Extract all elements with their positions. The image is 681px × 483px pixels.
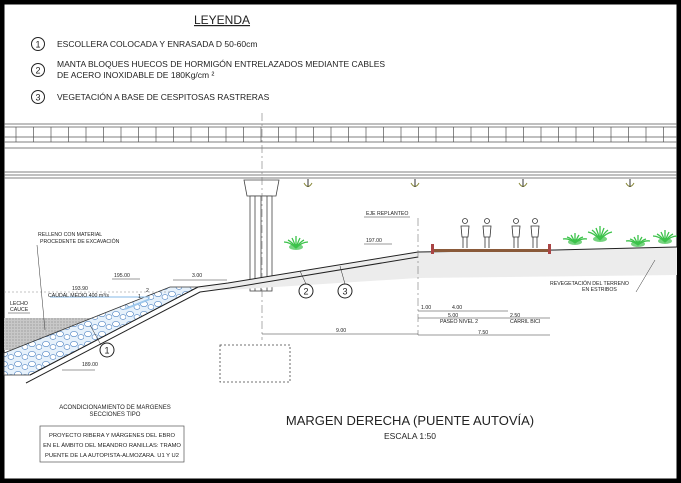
vegetation xyxy=(283,226,678,250)
svg-text:1: 1 xyxy=(138,294,141,300)
svg-text:PASEO NIVEL 2: PASEO NIVEL 2 xyxy=(440,319,478,325)
svg-text:EJE REPLANTEO: EJE REPLANTEO xyxy=(366,211,408,217)
plant-icon xyxy=(562,233,588,245)
svg-text:EN ESTRIBOS: EN ESTRIBOS xyxy=(582,287,617,293)
legend-item-1: 1 ESCOLLERA COLOCADA Y ENRASADA D 50-60c… xyxy=(31,37,257,51)
svg-text:RELLENO CON MATERIAL: RELLENO CON MATERIAL xyxy=(38,232,102,238)
lamp-icon xyxy=(625,179,635,187)
svg-text:3.00: 3.00 xyxy=(192,273,202,279)
pedestrian-icon xyxy=(482,218,492,248)
plant-icon xyxy=(283,236,309,250)
svg-text:REVEGETACIÓN DEL TERRENO: REVEGETACIÓN DEL TERRENO xyxy=(550,280,629,287)
pedestrian-icon xyxy=(460,218,470,248)
legend: LEYENDA 1 ESCOLLERA COLOCADA Y ENRASADA … xyxy=(31,13,385,104)
svg-text:PUENTE DE LA AUTOPISTA-ALMOZAR: PUENTE DE LA AUTOPISTA-ALMOZARA. U1 Y U2 xyxy=(45,453,179,459)
cyclist-icon xyxy=(530,218,540,248)
svg-text:EN EL ÁMBITO DEL MEANDRO RANIL: EN EL ÁMBITO DEL MEANDRO RANILLAS: TRAMO xyxy=(43,442,181,449)
svg-text:CARRIL BICI: CARRIL BICI xyxy=(510,319,540,325)
bridge-pier xyxy=(219,179,291,383)
svg-text:7.50: 7.50 xyxy=(478,330,488,336)
svg-text:DE ACERO INOXIDABLE DE 180Kg/c: DE ACERO INOXIDABLE DE 180Kg/cm ² xyxy=(57,70,214,80)
callouts: 1 2 3 xyxy=(89,265,353,358)
svg-text:3: 3 xyxy=(35,93,40,103)
lamp-icon xyxy=(303,179,313,187)
svg-text:195.00: 195.00 xyxy=(114,273,130,279)
cyclist-icon xyxy=(511,218,521,248)
svg-text:1: 1 xyxy=(104,346,109,356)
svg-text:1.00: 1.00 xyxy=(421,305,431,311)
title-block: ACONDICIONAMIENTO DE MARGENES SECCIONES … xyxy=(39,405,534,463)
svg-text:193.90: 193.90 xyxy=(72,286,88,292)
svg-text:ACONDICIONAMIENTO DE MARGENES: ACONDICIONAMIENTO DE MARGENES xyxy=(59,405,171,411)
svg-text:LECHO: LECHO xyxy=(10,301,28,307)
legend-title: LEYENDA xyxy=(194,13,250,27)
legend-item-3: 3 VEGETACIÓN A BASE DE CESPITOSAS RASTRE… xyxy=(31,90,270,104)
svg-text:189.00: 189.00 xyxy=(82,362,98,368)
svg-text:2: 2 xyxy=(35,66,40,76)
plant-icon xyxy=(652,230,678,244)
svg-text:MANTA BLOQUES HUECOS DE HORMIG: MANTA BLOQUES HUECOS DE HORMIGÓN ENTRELA… xyxy=(57,59,385,69)
main-title: MARGEN DERECHA (PUENTE AUTOVÍA) xyxy=(286,413,534,428)
scale-label: ESCALA 1:50 xyxy=(384,431,436,441)
svg-text:197.00: 197.00 xyxy=(366,238,382,244)
bridge-deck xyxy=(4,123,677,179)
pedestrians-cyclists xyxy=(460,218,540,248)
svg-text:2: 2 xyxy=(146,288,149,294)
promenade xyxy=(431,244,551,254)
plant-icon xyxy=(587,226,613,242)
deck-lights xyxy=(303,179,635,187)
svg-text:PROCEDENTE DE EXCAVACIÓN: PROCEDENTE DE EXCAVACIÓN xyxy=(40,238,120,245)
svg-text:PROYECTO RIBERA Y MÁRGENES DEL: PROYECTO RIBERA Y MÁRGENES DEL EBRO xyxy=(49,432,176,439)
svg-text:ESCOLLERA COLOCADA Y ENRASADA: ESCOLLERA COLOCADA Y ENRASADA D 50-60cm xyxy=(57,39,257,49)
svg-text:CAUCE: CAUCE xyxy=(10,307,29,313)
svg-text:1: 1 xyxy=(35,40,40,50)
annotations: RELLENO CON MATERIAL PROCEDENTE DE EXCAV… xyxy=(8,211,656,371)
lamp-icon xyxy=(410,179,420,187)
svg-text:2: 2 xyxy=(303,287,308,297)
water-level xyxy=(124,298,151,310)
lamp-icon xyxy=(518,179,528,187)
svg-text:3: 3 xyxy=(342,287,347,297)
svg-text:4.00: 4.00 xyxy=(452,305,462,311)
svg-text:5.00: 5.00 xyxy=(448,313,458,319)
svg-text:9.00: 9.00 xyxy=(336,328,346,334)
terrain-section xyxy=(3,246,678,384)
svg-text:CAUDAL MEDIO 400 m³/s: CAUDAL MEDIO 400 m³/s xyxy=(48,293,109,299)
plant-icon xyxy=(625,235,651,247)
svg-text:2.50: 2.50 xyxy=(510,313,520,319)
legend-item-2: 2 MANTA BLOQUES HUECOS DE HORMIGÓN ENTRE… xyxy=(31,59,385,80)
svg-text:VEGETACIÓN A BASE DE CESPITOSA: VEGETACIÓN A BASE DE CESPITOSAS RASTRERA… xyxy=(57,92,270,102)
svg-text:SECCIONES TIPO: SECCIONES TIPO xyxy=(90,412,141,418)
